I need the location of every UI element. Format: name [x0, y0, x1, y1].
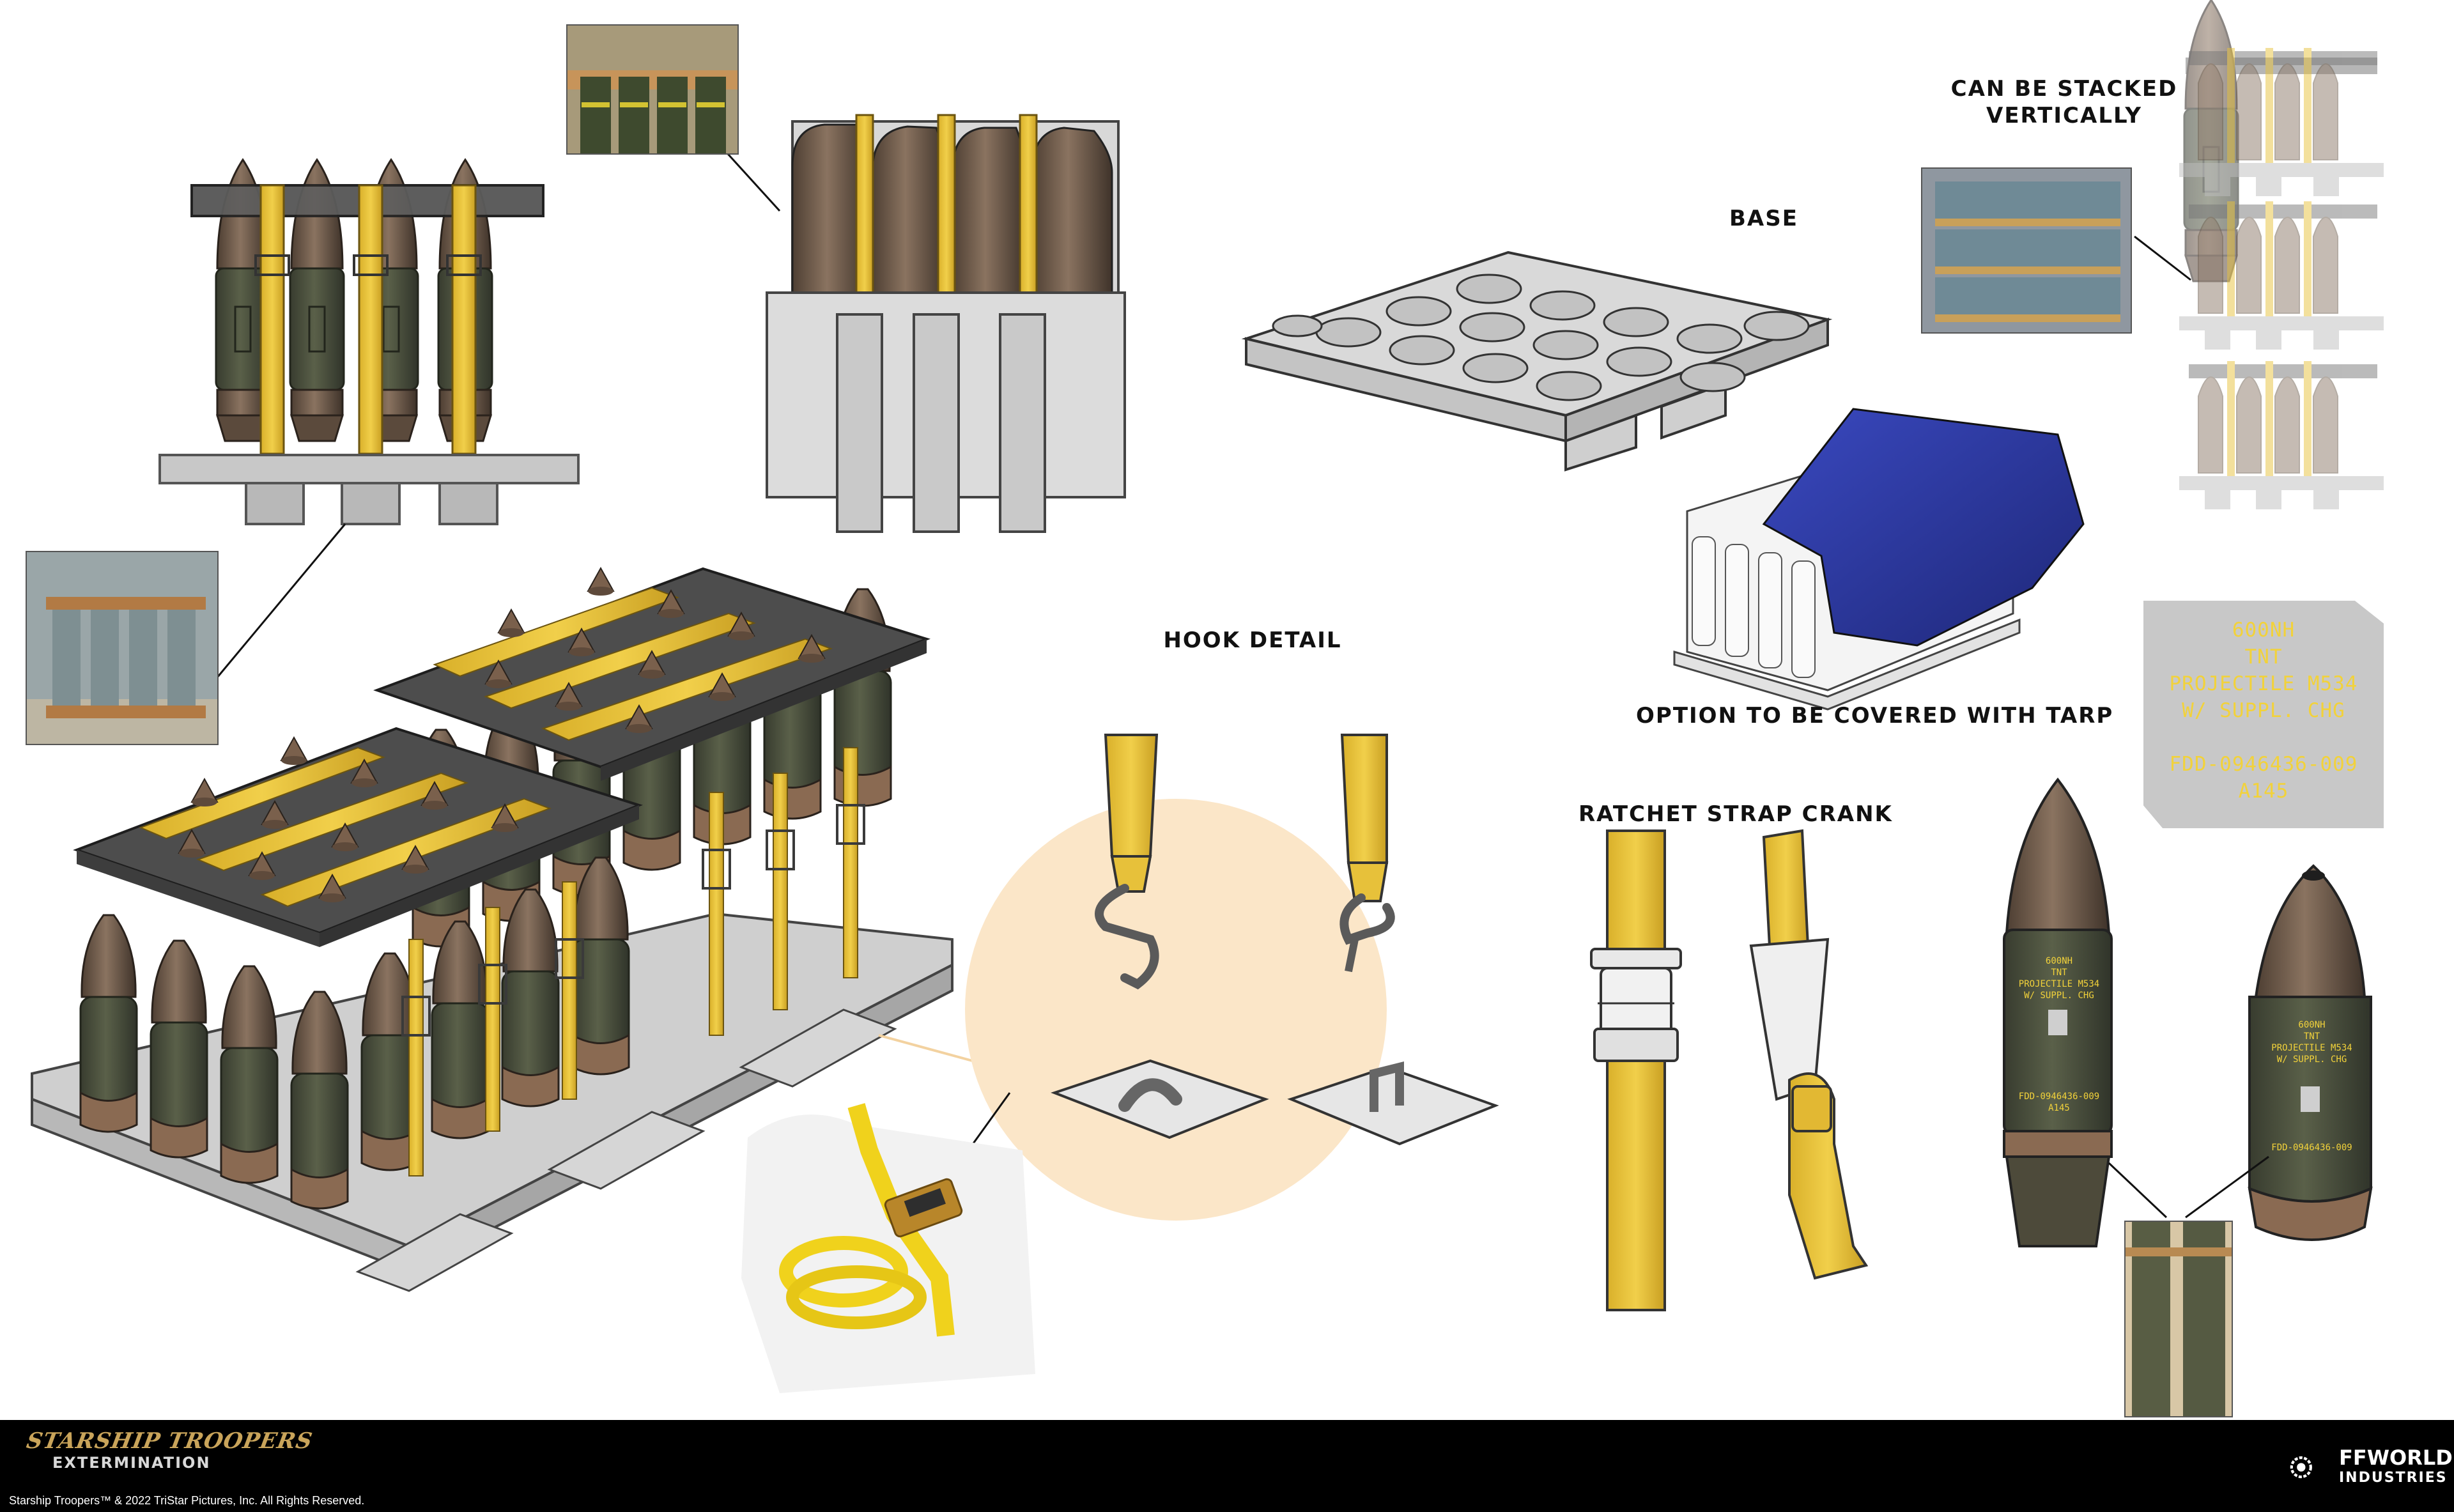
- hook-detail-label: HOOK DETAIL: [1163, 628, 1342, 653]
- logo-line-1: STARSHIP TROOPERS: [24, 1428, 315, 1454]
- ratchet-strap-crank-label: RATCHET STRAP CRANK: [1578, 801, 1893, 827]
- copyright-text: Starship Troopers™ & 2022 TriStar Pictur…: [9, 1494, 365, 1507]
- stacked-pallet-row-1: [2179, 48, 2384, 196]
- stacked-label-line-2: VERTICALLY: [1986, 103, 2142, 128]
- shell-angled-marking-1: 600NH: [2298, 1020, 2326, 1030]
- front-elevation-pallet: [158, 158, 580, 686]
- starship-troopers-logo: STARSHIP TROOPERS EXTERMINATION: [24, 1428, 315, 1486]
- reference-photo-pallet-top: [566, 24, 739, 155]
- shell-front-markings: 600NH TNT PROJECTILE M534 W/ SUPPL. CHG …: [2007, 955, 2111, 1114]
- single-shell-angled: [2248, 864, 2373, 1241]
- shell-angled-marking-2: TNT: [2303, 1031, 2320, 1042]
- offworld-gear-logo-icon: [2290, 1456, 2312, 1479]
- stencil-line-1: 600NH: [2232, 619, 2296, 642]
- shell-angled-marking-3: PROJECTILE M534: [2271, 1043, 2352, 1053]
- tarp-covered-pallet: [1673, 408, 2085, 711]
- logo-line-2: EXTERMINATION: [52, 1454, 211, 1472]
- shell-front-marking-6: A145: [2048, 1103, 2070, 1113]
- shell-front-marking-3: PROJECTILE M534: [2018, 979, 2100, 989]
- tarp-option-label: OPTION TO BE COVERED WITH TARP: [1636, 703, 2114, 729]
- stacked-pallet-row-3: [2179, 361, 2384, 509]
- stencil-line-3: PROJECTILE M534: [2169, 672, 2358, 695]
- shell-front-marking-5: FDD-0946436-009: [2018, 1092, 2100, 1102]
- footer-bar: [0, 1420, 2454, 1512]
- single-shell-front: [2003, 777, 2113, 1247]
- stencil-line-6: FDD-0946436-009: [2169, 753, 2358, 776]
- shell-angled-markings: 600NH TNT PROJECTILE M534 W/ SUPPL. CHG …: [2253, 1019, 2371, 1153]
- reference-photo-stacked-warehouse: [1921, 167, 2132, 334]
- studio-name-line-2: INDUSTRIES: [2339, 1470, 2448, 1486]
- stencil-line-2: TNT: [2244, 645, 2283, 668]
- reference-photo-pallet-ground: [26, 551, 219, 745]
- isometric-double-pallet: [31, 567, 985, 1292]
- shell-front-marking-2: TNT: [2051, 968, 2067, 978]
- ratchet-strap-photo: [741, 1103, 1035, 1393]
- base-plate-drawing: [1241, 251, 1833, 472]
- stacked-vertically-label: CAN BE STACKED VERTICALLY: [1943, 75, 2186, 129]
- shell-front-marking-4: W/ SUPPL. CHG: [2024, 991, 2094, 1001]
- reference-photo-shell-stencil: [2124, 1221, 2233, 1417]
- stencil-marking-card: 600NH TNT PROJECTILE M534 W/ SUPPL. CHG …: [2143, 601, 2384, 828]
- stacked-pallet-row-2: [2179, 201, 2384, 350]
- shell-angled-marking-4: W/ SUPPL. CHG: [2276, 1054, 2347, 1065]
- base-label: BASE: [1729, 206, 1798, 231]
- shell-front-marking-1: 600NH: [2045, 956, 2073, 966]
- hook-detail-illustration: [951, 734, 1499, 1221]
- stencil-line-4: W/ SUPPL. CHG: [2182, 699, 2345, 722]
- studio-name-line-1: FFWORLD: [2339, 1446, 2453, 1470]
- shell-angled-marking-5: FDD-0946436-009: [2271, 1143, 2352, 1153]
- stencil-line-7: A145: [2238, 780, 2289, 803]
- stacked-label-line-1: CAN BE STACKED: [1950, 76, 2178, 102]
- ratchet-strap-crank-drawing: [1590, 829, 1869, 1311]
- side-view-pallet: [714, 114, 1126, 533]
